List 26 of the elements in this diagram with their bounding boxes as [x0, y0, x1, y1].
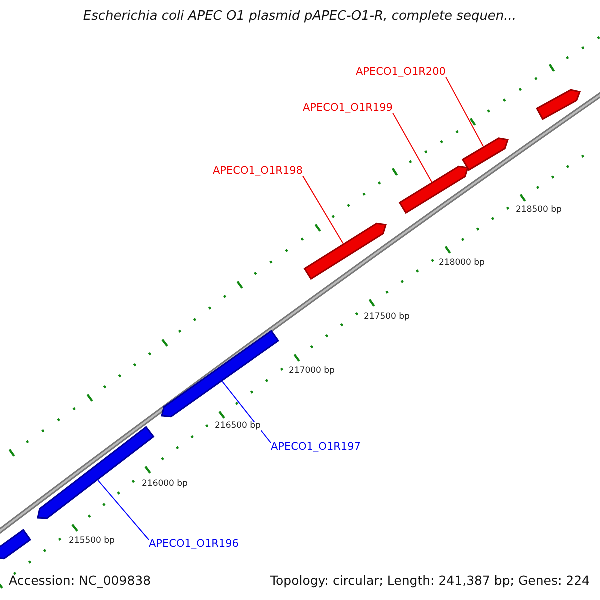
summary-text: Topology: circular; Length: 241,387 bp; Genes: 224: [270, 574, 590, 588]
gene-label: APECO1_O1R200: [356, 66, 446, 78]
gene-label: APECO1_O1R196: [149, 538, 239, 550]
gene-label: APECO1_O1R199: [303, 102, 393, 114]
leader-line: [445, 76, 484, 147]
leader-line: [222, 381, 272, 444]
tick-label: 218500 bp: [516, 206, 562, 216]
tick-label: 216500 bp: [215, 422, 261, 432]
tick-label: 217500 bp: [364, 313, 410, 323]
gene-block: [536, 89, 581, 120]
gene-label: APECO1_O1R198: [213, 165, 303, 178]
title: Escherichia coli APEC O1 plasmid pAPEC-O1-R, complete sequen...: [82, 10, 518, 25]
gene-block: [398, 166, 469, 214]
tick-label: 217000 bp: [289, 367, 335, 377]
gene-block: [462, 138, 509, 172]
leader-line: [302, 176, 344, 244]
accession-text: Accession: NC_009838: [9, 574, 152, 588]
tick-label: 215500 bp: [69, 537, 115, 547]
tick-label: 216000 bp: [142, 480, 188, 490]
gene-block: [0, 529, 32, 560]
gene-block: [304, 222, 387, 280]
tick-label: 218000 bp: [439, 259, 485, 269]
leader-line: [392, 112, 432, 183]
gene-label: APECO1_O1R197: [271, 441, 361, 454]
gene-block: [161, 330, 280, 418]
leader-line: [98, 480, 150, 540]
